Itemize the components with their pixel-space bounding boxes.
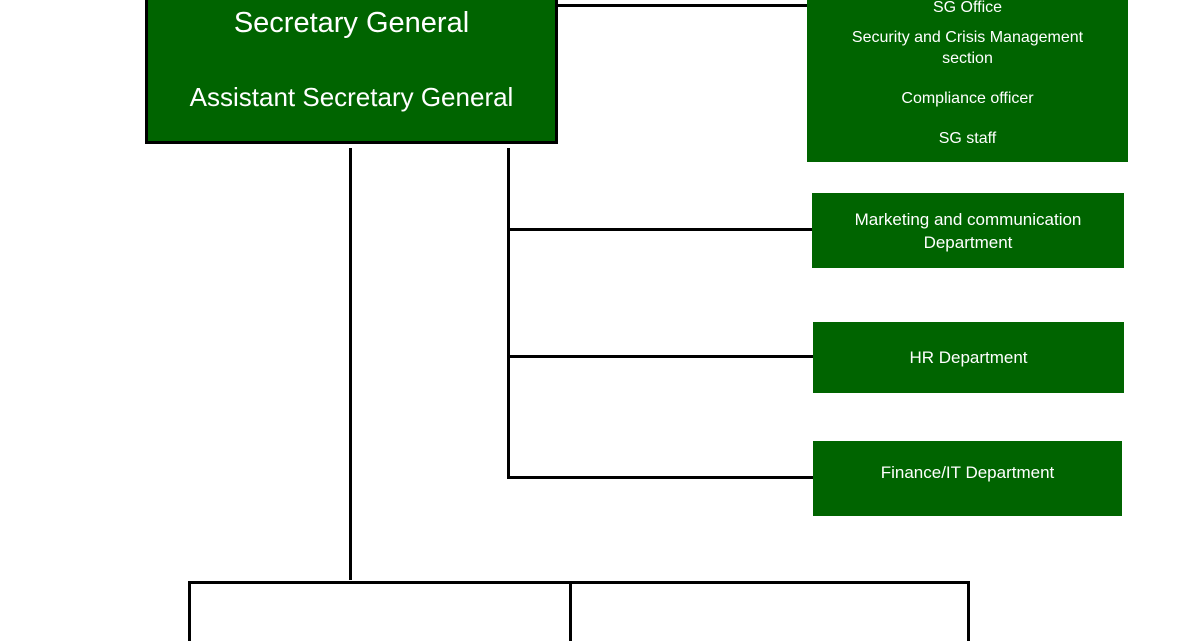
compliance-officer-label: Compliance officer xyxy=(901,90,1034,107)
connector-bottom-left-drop xyxy=(188,581,191,641)
connector-to-finance-it xyxy=(507,476,813,479)
connector-bottom-horizontal xyxy=(188,581,970,584)
hr-department-label: HR Department xyxy=(909,348,1028,367)
secretary-general-box: Secretary General Assistant Secretary Ge… xyxy=(145,0,558,144)
marketing-communication-department-box: Marketing and communication Department xyxy=(812,193,1124,268)
connector-main-to-sg-office xyxy=(558,4,808,7)
sg-office-label: SG Office xyxy=(932,0,1003,16)
connector-main-vertical-down xyxy=(349,148,352,580)
connector-bottom-right-drop xyxy=(967,581,970,641)
sg-staff-label: SG staff xyxy=(938,130,997,147)
finance-it-department-label: Finance/IT Department xyxy=(880,463,1055,482)
connector-department-spine xyxy=(507,148,510,479)
connector-to-hr xyxy=(507,355,813,358)
connector-to-marketing xyxy=(507,228,812,231)
connector-bottom-middle-drop xyxy=(569,581,572,641)
marketing-communication-department-label: Marketing and communication Department xyxy=(854,209,1082,252)
assistant-secretary-general-title: Assistant Secretary General xyxy=(189,82,514,112)
hr-department-box: HR Department xyxy=(813,322,1124,393)
secretary-general-title: Secretary General xyxy=(233,7,470,39)
finance-it-department-box: Finance/IT Department xyxy=(813,441,1122,516)
security-crisis-management-label: Security and Crisis Management section xyxy=(851,29,1084,67)
sg-office-box: SG Office Security and Crisis Management… xyxy=(807,0,1128,162)
